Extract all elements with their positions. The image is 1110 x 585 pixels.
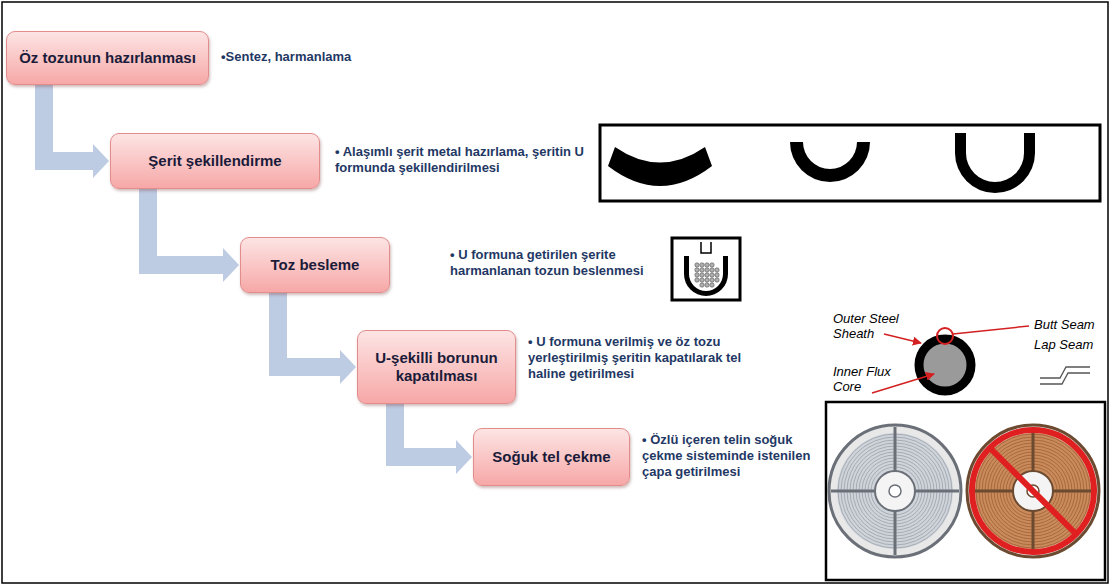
step-description: • U formuna verilmiş ve öz tozu yerleşti…: [528, 334, 743, 382]
powder-grain: [695, 278, 699, 282]
spool-flange: [829, 425, 961, 557]
steel-wire-spool: [829, 425, 961, 557]
spool-spoke: [1032, 511, 1035, 555]
arrow-head: [93, 144, 109, 178]
u-strip-shape: [684, 256, 728, 296]
flow-arrow: [44, 85, 109, 178]
powder-grain: [695, 273, 699, 277]
part-label: Outer Steel Sheath: [833, 312, 915, 342]
arrow-shaft: [44, 85, 96, 161]
spool-spoke: [831, 490, 875, 493]
flow-arrow: [278, 293, 356, 384]
step-title: Öz tozunun hazırlanması: [19, 49, 196, 67]
part-label: Butt Seam: [1034, 318, 1106, 333]
seam-highlight: [937, 328, 953, 344]
step-description: •Sentez, harmanlama: [221, 49, 421, 65]
arrow-shaft: [148, 189, 226, 265]
wire-turn: [871, 467, 919, 515]
spool-spoke: [894, 427, 897, 471]
spool-flange: [967, 425, 1099, 557]
powder-grain: [715, 268, 719, 272]
powder-grain: [705, 273, 709, 277]
deep-u-strip-shape: [955, 133, 1035, 193]
process-box: Şerit şekillendirme: [110, 133, 320, 189]
powder-grain: [700, 278, 704, 282]
flat-strip-shape: [608, 147, 712, 186]
spool-spoke: [969, 490, 1013, 493]
powder-grain: [710, 268, 714, 272]
powder-grain: [700, 283, 704, 287]
powder-grain: [710, 263, 714, 267]
powder-grain: [705, 263, 709, 267]
powder-grain: [705, 283, 709, 287]
process-box: Öz tozunun hazırlanması: [6, 31, 209, 85]
step-description: • Alaşımlı şerit metal hazırlama, şeriti…: [335, 144, 593, 176]
strip-frame: [600, 125, 1100, 201]
spool-spoke: [894, 511, 897, 555]
powder-grain: [700, 263, 704, 267]
process-box: Toz besleme: [240, 237, 390, 293]
powder-grain: [705, 278, 709, 282]
powder-grain: [700, 268, 704, 272]
powder-grain: [715, 273, 719, 277]
powder-frame: [672, 238, 740, 300]
flow-arrow: [395, 404, 472, 474]
spool-axle: [889, 485, 901, 497]
wire-cross-section: [919, 339, 971, 391]
step-title: U-şekilli borunun kapatılması: [368, 349, 505, 385]
process-box: Soğuk tel çekme: [473, 428, 630, 486]
powder-grain: [710, 283, 714, 287]
step-description: • Özlü içeren telin soğuk çekme sistemin…: [642, 432, 824, 480]
step-title: Soğuk tel çekme: [492, 448, 610, 466]
prohibition-sign: [972, 430, 1094, 552]
copper-wire-spool: [967, 425, 1099, 557]
step-description: • U formuna getirilen şerite harmanlanan…: [450, 247, 665, 279]
powder-hopper: [701, 242, 711, 253]
part-label: Inner Flux Core: [833, 365, 905, 395]
spool-hub: [875, 471, 915, 511]
arrow-head: [340, 350, 356, 384]
powder-grain: [710, 278, 714, 282]
powder-grain: [705, 268, 709, 272]
process-box: U-şekilli borunun kapatılması: [357, 330, 516, 404]
flow-arrow: [148, 189, 239, 282]
powder-grain: [710, 273, 714, 277]
leader-line: [884, 334, 921, 343]
spool-spoke: [1032, 427, 1035, 471]
part-label: Lap Seam: [1034, 338, 1106, 353]
powder-grain: [695, 263, 699, 267]
spool-spoke: [915, 490, 959, 493]
powder-grains: [695, 263, 719, 287]
spool-spoke: [1053, 490, 1097, 493]
wire-turn: [868, 464, 922, 518]
arrow-shaft: [395, 404, 459, 457]
step-title: Toz besleme: [271, 256, 360, 274]
arrow-shaft: [278, 293, 343, 367]
powder-grain: [715, 278, 719, 282]
lap-seam-symbol: [1040, 367, 1090, 384]
leader-line: [953, 326, 1029, 334]
step-title: Şerit şekillendirme: [148, 152, 281, 170]
powder-grain: [695, 268, 699, 272]
arrow-head: [223, 248, 239, 282]
powder-grain: [700, 273, 704, 277]
u-strip-shape: [790, 142, 870, 182]
arrow-head: [456, 440, 472, 474]
spool-frame: [826, 402, 1105, 580]
